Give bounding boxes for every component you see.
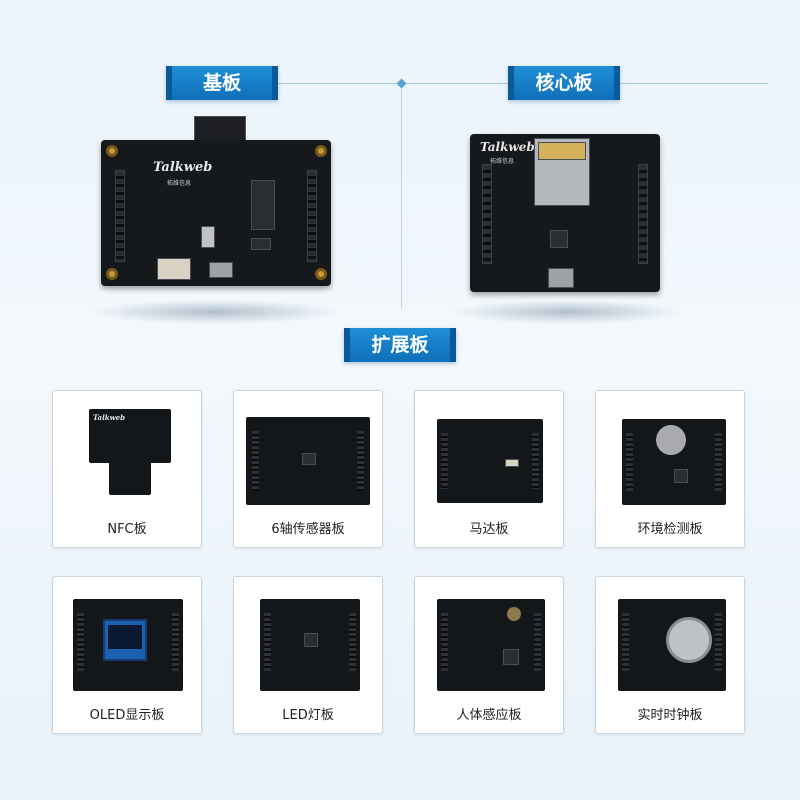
base-board-brand: Talkweb: [153, 160, 213, 175]
board-card-environment: 环境检测板: [595, 390, 745, 548]
board-label-led: LED灯板: [282, 708, 334, 723]
divider-dot: [396, 78, 407, 89]
board-label-nfc: NFC板: [107, 522, 147, 537]
base-board-brand-cn: 拓维信息: [167, 180, 192, 187]
board-label-oled: OLED显示板: [89, 708, 165, 723]
top-divider: [401, 83, 402, 308]
base-board-tag: 基板: [166, 66, 278, 100]
core-board-shadow: [452, 300, 682, 324]
board-card-nfc: Talkweb NFC板: [52, 390, 202, 548]
expansion-board-tag: 扩展板: [344, 328, 456, 362]
core-board-brand: Talkweb: [480, 140, 535, 154]
board-card-rtc: 实时时钟板: [595, 576, 745, 734]
base-board-shadow: [90, 300, 340, 324]
core-board-tag: 核心板: [508, 66, 620, 100]
board-label-rtc: 实时时钟板: [637, 708, 703, 723]
board-label-motor: 马达板: [469, 522, 509, 537]
board-label-pir: 人体感应板: [456, 708, 522, 723]
board-card-6axis: 6轴传感器板: [233, 390, 383, 548]
nfc-brand: Talkweb: [93, 413, 125, 422]
board-card-led: LED灯板: [233, 576, 383, 734]
board-card-pir: 人体感应板: [414, 576, 564, 734]
core-board-brand-cn: 拓维信息: [490, 158, 515, 165]
board-card-oled: OLED显示板: [52, 576, 202, 734]
board-card-motor: 马达板: [414, 390, 564, 548]
board-label-environment: 环境检测板: [637, 522, 703, 537]
board-label-6axis: 6轴传感器板: [271, 522, 345, 537]
